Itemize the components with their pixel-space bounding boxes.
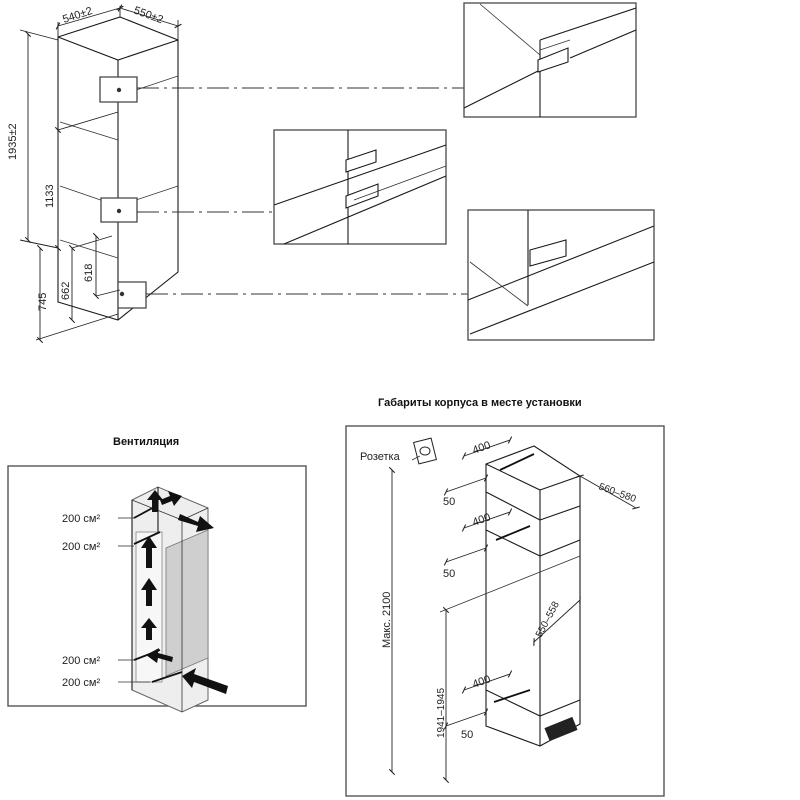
airflow-arrow-icon	[141, 490, 228, 694]
cabinet-max-height: Макс. 2100	[381, 592, 393, 648]
socket-icon	[411, 437, 437, 465]
cabinet-dimension-lines	[388, 436, 640, 784]
vent-area-label: 200 см²	[62, 513, 100, 525]
cabinet-dimensions-title: Габариты корпуса в месте установки	[378, 397, 582, 409]
detail-panel-middle-hinge	[273, 129, 447, 245]
cabinet-panel	[345, 425, 665, 797]
dim-depth-top: 540±2	[61, 5, 94, 26]
dim-bottom-left: 745	[37, 293, 49, 311]
cabinet-width-1: 400	[471, 439, 492, 457]
ventilation-panel	[7, 465, 307, 713]
cabinet-gap-2: 50	[443, 568, 455, 580]
socket-label: Розетка	[360, 451, 401, 463]
top-dimension-lines	[19, 4, 182, 344]
dim-bottom-mid: 662	[60, 282, 72, 300]
dim-bottom-inner: 618	[83, 264, 95, 282]
detail-panel-upper-hinge	[463, 2, 637, 118]
cabinet-gap-1: 50	[443, 496, 455, 508]
cabinet-niche-height: 1941–1945	[436, 688, 447, 738]
dim-total-height: 1935±2	[7, 123, 19, 160]
vent-area-label: 200 см²	[62, 655, 100, 667]
dim-upper-hinge: 1133	[44, 184, 56, 208]
ventilation-leaders	[118, 517, 150, 683]
appliance-outline	[57, 16, 179, 321]
dim-width-top: 550±2	[132, 5, 165, 27]
detail-leader-lines	[137, 87, 468, 295]
cabinet-width-2: 400	[471, 511, 492, 529]
vent-area-label: 200 см²	[62, 541, 100, 553]
vent-area-label: 200 см²	[62, 677, 100, 689]
cabinet-width-3: 400	[471, 673, 492, 691]
ventilation-title: Вентиляция	[113, 436, 180, 448]
detail-panel-lower-hinge	[467, 209, 655, 341]
cabinet-gap-3: 50	[461, 729, 473, 741]
